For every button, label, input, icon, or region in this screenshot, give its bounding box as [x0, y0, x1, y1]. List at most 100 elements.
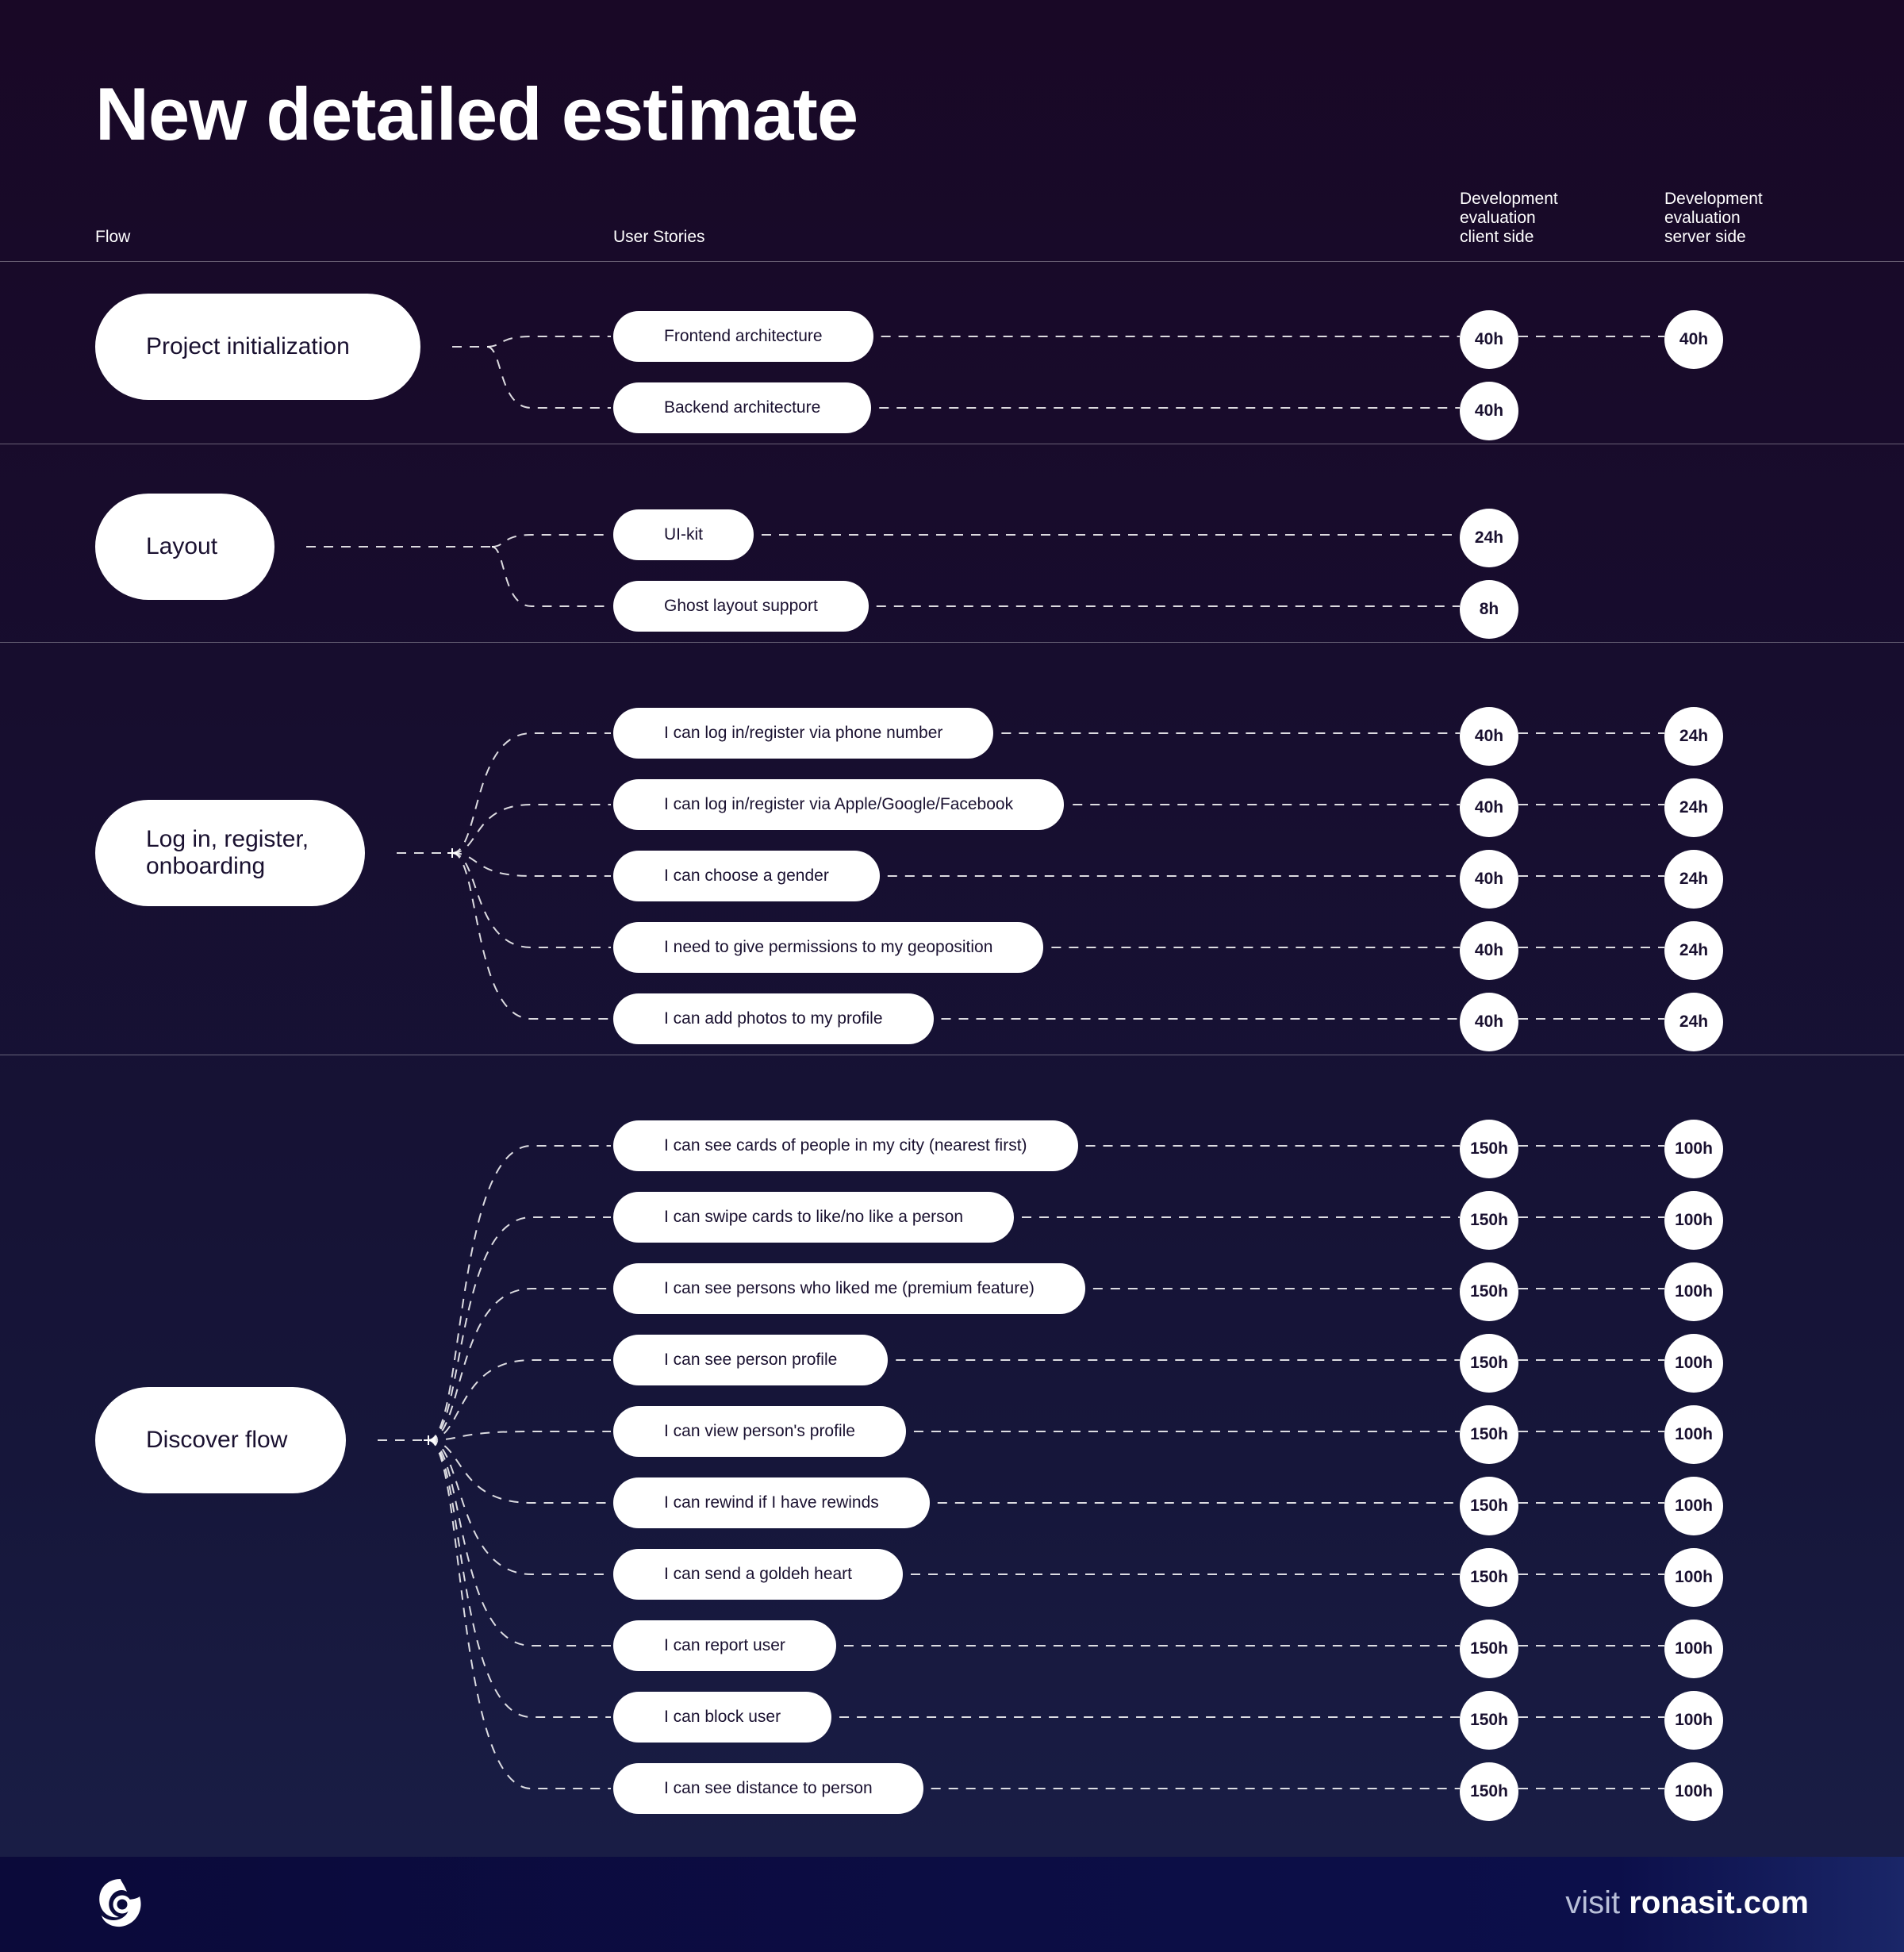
row-divider [0, 261, 1904, 262]
user-story-pill: I can rewind if I have rewinds [613, 1477, 930, 1528]
user-story-pill: I can choose a gender [613, 851, 880, 901]
dashed-connector [428, 1439, 611, 1575]
user-story-label: Backend architecture [664, 398, 821, 417]
ronas-it-swirl-logo-icon [99, 1879, 141, 1927]
client-estimate-badge: 24h [1460, 509, 1518, 567]
client-estimate-badge: 150h [1460, 1691, 1518, 1750]
server-estimate-badge: 24h [1664, 921, 1723, 980]
server-estimate-badge: 40h [1664, 310, 1723, 369]
dashed-connector [428, 1359, 611, 1441]
client-estimate-badge: 150h [1460, 1405, 1518, 1464]
dashed-connector [428, 1439, 611, 1789]
user-story-pill: I can log in/register via phone number [613, 708, 994, 759]
user-story-label: I can rewind if I have rewinds [664, 1493, 879, 1512]
dashed-connector [491, 534, 611, 548]
client-estimate-badge: 8h [1460, 580, 1518, 639]
user-story-label: I can choose a gender [664, 866, 829, 885]
server-estimate-badge: 100h [1664, 1620, 1723, 1678]
visit-domain: ronasit.com [1629, 1885, 1809, 1920]
dashed-connector [451, 852, 611, 948]
user-story-label: I need to give permissions to my geoposi… [664, 938, 993, 956]
user-story-pill: I can send a goldeh heart [613, 1549, 904, 1600]
dashed-connector [451, 732, 611, 854]
user-stories-column-header: User Stories [613, 228, 705, 246]
flow-label: Log in, register, onboarding [146, 826, 309, 879]
server-estimate-badge: 100h [1664, 1405, 1723, 1464]
server-header-line: server side [1664, 228, 1746, 246]
client-estimate-badge: 150h [1460, 1334, 1518, 1393]
server-estimate-badge: 24h [1664, 707, 1723, 766]
user-story-pill: I can add photos to my profile [613, 993, 934, 1044]
server-estimate-badge: 100h [1664, 1548, 1723, 1607]
dashed-connector [428, 1439, 611, 1504]
user-story-pill: I can block user [613, 1692, 832, 1743]
user-story-pill: Ghost layout support [613, 581, 869, 632]
user-story-pill: I can log in/register via Apple/Google/F… [613, 779, 1065, 830]
server-estimate-badge: 100h [1664, 1691, 1723, 1750]
dashed-connector [428, 1216, 611, 1441]
server-estimate-badge: 100h [1664, 1762, 1723, 1821]
user-story-pill: UI-kit [613, 509, 754, 560]
dashed-connector [486, 336, 611, 348]
user-story-label: I can view person's profile [664, 1422, 855, 1440]
user-story-label: I can see persons who liked me (premium … [664, 1279, 1035, 1297]
visit-prefix: visit [1565, 1885, 1621, 1920]
client-estimate-badge: 40h [1460, 382, 1518, 440]
dashed-connector [486, 346, 611, 409]
client-side-column-header: Development evaluation client side [1460, 190, 1587, 247]
user-story-pill: I can see cards of people in my city (ne… [613, 1120, 1078, 1171]
dashed-connector [451, 804, 611, 854]
user-story-pill: I can see distance to person [613, 1763, 923, 1814]
user-story-label: Frontend architecture [664, 327, 823, 345]
user-story-label: I can report user [664, 1636, 785, 1654]
server-estimate-badge: 100h [1664, 1334, 1723, 1393]
client-estimate-badge: 150h [1460, 1620, 1518, 1678]
flow-pill: Layout [95, 494, 274, 600]
flow-pill: Log in, register, onboarding [95, 800, 365, 906]
user-story-label: I can log in/register via phone number [664, 724, 943, 742]
dashed-connector [428, 1439, 611, 1718]
user-story-pill: Backend architecture [613, 382, 872, 433]
server-estimate-badge: 100h [1664, 1262, 1723, 1321]
user-story-label: Ghost layout support [664, 597, 818, 615]
client-estimate-badge: 40h [1460, 310, 1518, 369]
user-story-pill: Frontend architecture [613, 311, 873, 362]
row-divider [0, 642, 1904, 643]
client-estimate-badge: 150h [1460, 1262, 1518, 1321]
server-estimate-badge: 100h [1664, 1120, 1723, 1178]
server-estimate-badge: 100h [1664, 1477, 1723, 1535]
user-story-pill: I can view person's profile [613, 1406, 906, 1457]
footer-bar [0, 1857, 1904, 1952]
dashed-connector [428, 1145, 611, 1441]
client-estimate-badge: 150h [1460, 1762, 1518, 1821]
client-estimate-badge: 40h [1460, 778, 1518, 837]
branch-hub [424, 1435, 433, 1445]
dashed-connector [428, 1288, 611, 1441]
client-estimate-badge: 40h [1460, 707, 1518, 766]
server-estimate-badge: 100h [1664, 1191, 1723, 1250]
server-estimate-badge: 24h [1664, 850, 1723, 909]
client-estimate-badge: 150h [1460, 1548, 1518, 1607]
server-side-column-header: Development evaluation server side [1664, 190, 1791, 247]
user-story-pill: I need to give permissions to my geoposi… [613, 922, 1044, 973]
dashed-connector [428, 1431, 611, 1441]
website-link[interactable]: visit ronasit.com [1565, 1882, 1809, 1923]
branch-hub [447, 848, 457, 858]
user-story-pill: I can swipe cards to like/no like a pers… [613, 1192, 1015, 1243]
client-estimate-badge: 150h [1460, 1477, 1518, 1535]
user-story-pill: I can report user [613, 1620, 836, 1671]
flow-column-header: Flow [95, 228, 131, 246]
user-story-label: I can add photos to my profile [664, 1009, 883, 1028]
client-estimate-badge: 40h [1460, 850, 1518, 909]
client-header-line: evaluation [1460, 209, 1536, 227]
dashed-connector [428, 1439, 611, 1647]
user-story-pill: I can see person profile [613, 1335, 889, 1385]
user-story-label: I can send a goldeh heart [664, 1565, 853, 1583]
dashed-connector [451, 852, 611, 1020]
dashed-connector [451, 852, 611, 877]
flow-label: Discover flow [146, 1427, 288, 1453]
user-story-label: I can see distance to person [664, 1779, 873, 1797]
user-story-label: I can swipe cards to like/no like a pers… [664, 1208, 964, 1226]
